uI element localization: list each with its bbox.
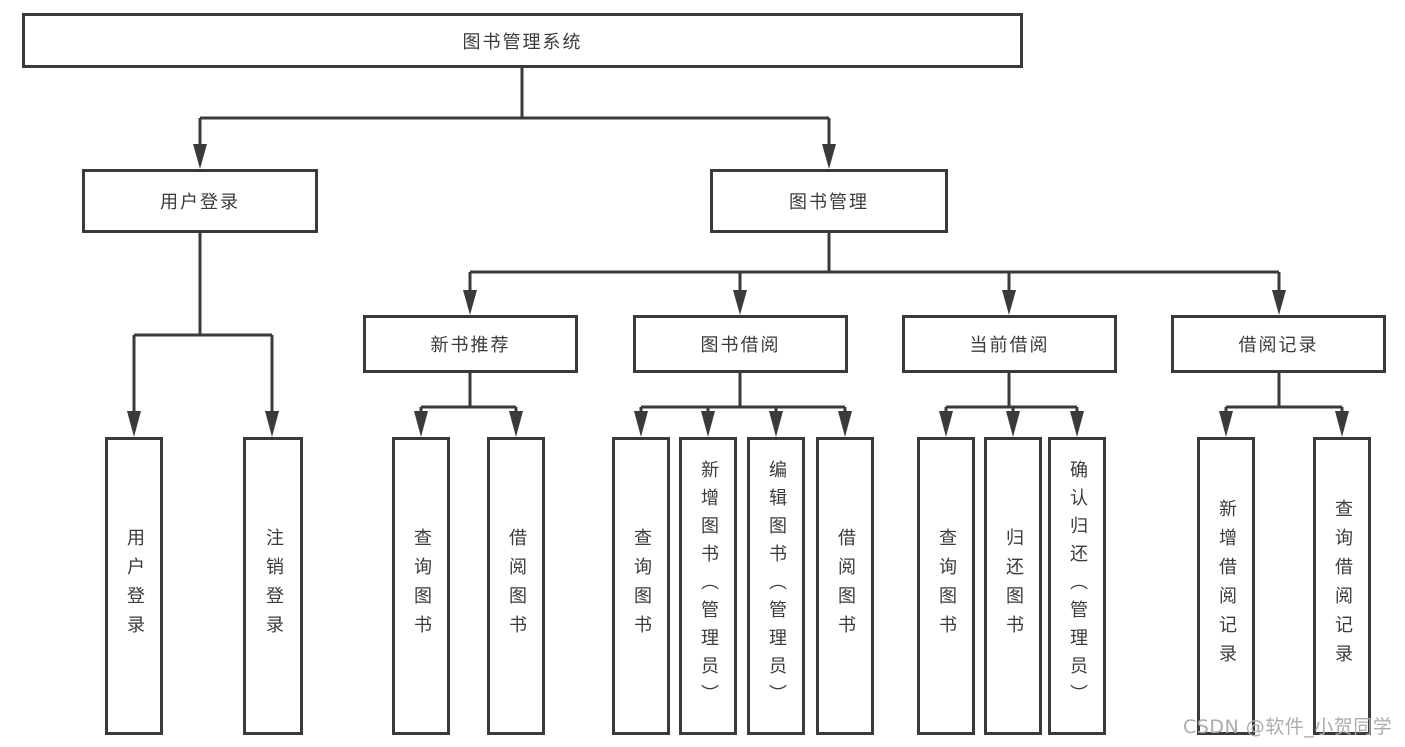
leaf-edit-books-admin: 编辑图书（管理员） <box>747 437 805 735</box>
leaf-query-books-current: 查询图书 <box>917 437 975 735</box>
leaf-query-books-borrow: 查询图书 <box>612 437 670 735</box>
node-current-borrow: 当前借阅 <box>902 315 1117 373</box>
node-book-management: 图书管理 <box>710 169 948 233</box>
leaf-add-books-admin: 新增图书（管理员） <box>679 437 737 735</box>
node-book-borrow: 图书借阅 <box>633 315 848 373</box>
leaf-borrow-books: 借阅图书 <box>816 437 874 735</box>
node-new-book-recommend: 新书推荐 <box>363 315 578 373</box>
leaf-return-books: 归还图书 <box>984 437 1042 735</box>
node-root-library-system: 图书管理系统 <box>22 13 1023 68</box>
leaf-add-borrow-record: 新增借阅记录 <box>1197 437 1255 735</box>
leaf-query-borrow-record: 查询借阅记录 <box>1313 437 1371 735</box>
node-borrow-records: 借阅记录 <box>1171 315 1386 373</box>
leaf-user-login: 用户登录 <box>105 437 163 735</box>
leaf-query-books-recommend: 查询图书 <box>392 437 450 735</box>
leaf-borrow-books-recommend: 借阅图书 <box>487 437 545 735</box>
csdn-watermark: CSDN @软件_小贺同学 <box>1183 716 1393 738</box>
leaf-confirm-return-admin: 确认归还（管理员） <box>1048 437 1106 735</box>
leaf-logout: 注销登录 <box>243 437 303 735</box>
node-user-login: 用户登录 <box>82 169 318 233</box>
